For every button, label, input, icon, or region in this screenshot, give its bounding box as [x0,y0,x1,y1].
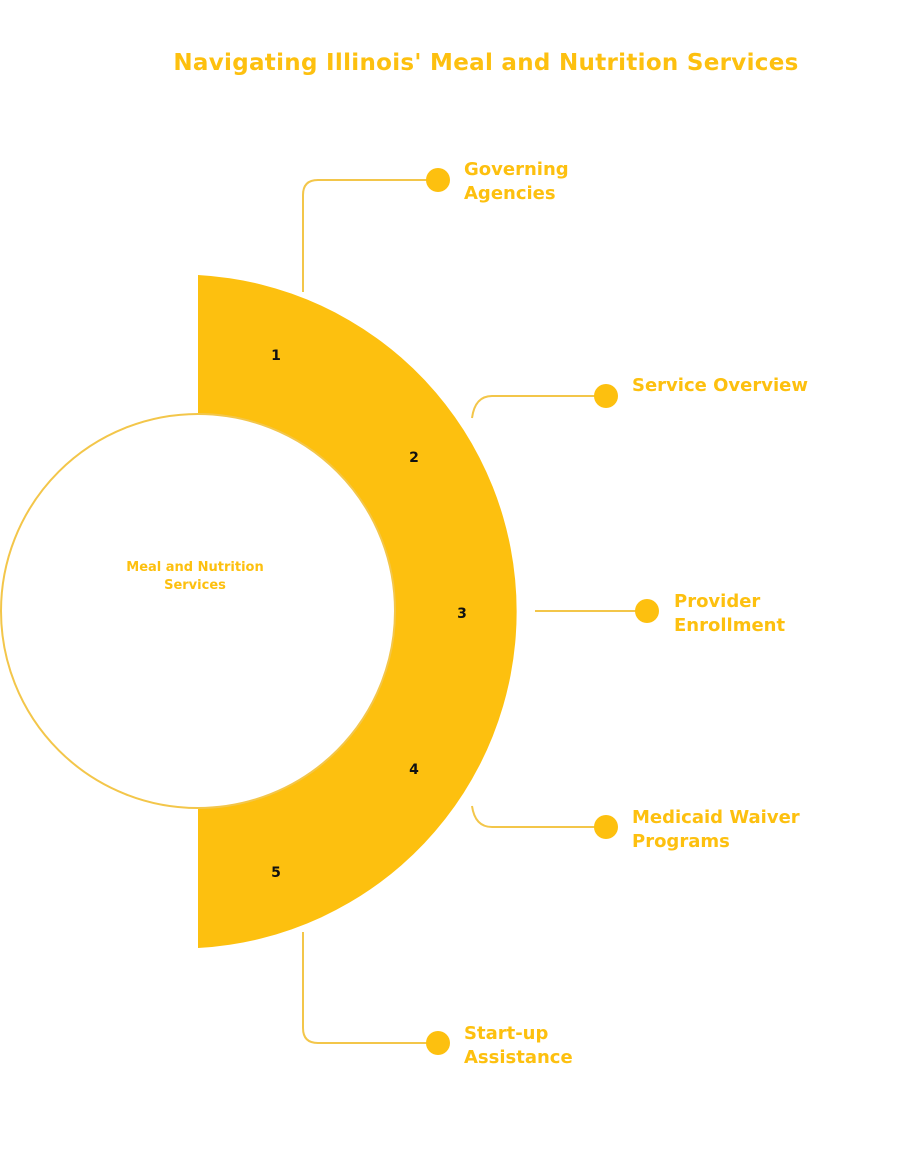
page-title: Navigating Illinois' Meal and Nutrition … [173,50,799,76]
segment-label-4: Medicaid Waiver Programs [632,807,800,852]
segment-label-2: Service Overview [632,375,808,396]
center-circle [0,413,396,809]
dot-4 [594,815,618,839]
connector-5 [302,932,438,1044]
half-ring [198,275,517,948]
dot-5 [426,1031,450,1055]
dot-1 [426,168,450,192]
connector-2 [471,395,606,419]
segment-label-1: Governing Agencies [464,159,569,204]
segment-number-3: 3 [457,606,467,622]
dot-2 [594,384,618,408]
segment-number-2: 2 [409,450,419,466]
segment-number-1: 1 [271,348,281,364]
connector-1 [302,179,438,292]
connector-4 [471,805,606,828]
segment-label-3: Provider Enrollment [674,591,786,636]
dot-3 [635,599,659,623]
segment-label-5: Start-up Assistance [464,1023,573,1068]
center-label: Meal and Nutrition Services [126,560,264,593]
segment-number-4: 4 [409,762,419,778]
segment-number-5: 5 [271,865,281,881]
